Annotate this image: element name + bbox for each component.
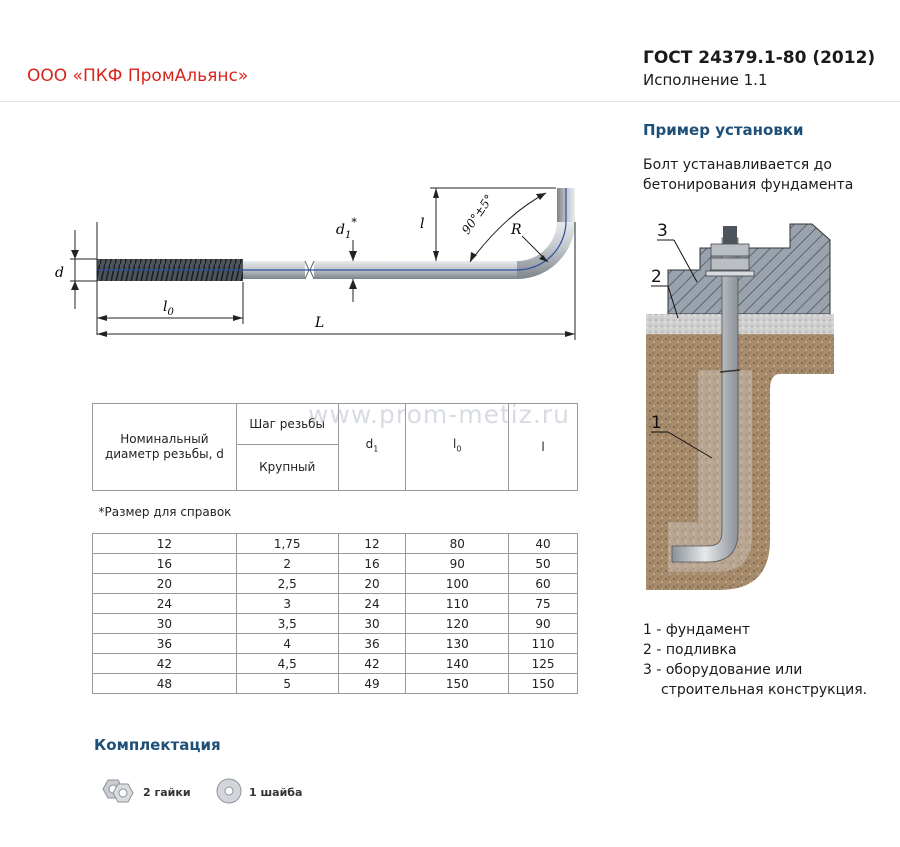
label-L: L bbox=[314, 315, 324, 331]
table-cell: 42 bbox=[337, 653, 407, 674]
axis-line bbox=[97, 188, 567, 271]
table-cell: 49 bbox=[337, 673, 407, 694]
header-d1: d1 bbox=[337, 403, 407, 491]
table-cell: 60 bbox=[508, 573, 578, 594]
label-angle: 90°±5° bbox=[459, 192, 496, 237]
table-cell: 16 bbox=[92, 553, 237, 574]
table-cell: 4,5 bbox=[235, 653, 339, 674]
table-cell: 150 bbox=[405, 673, 510, 694]
table-cell: 48 bbox=[92, 673, 237, 694]
header-diameter: Номинальный диаметр резьбы, d bbox=[92, 403, 237, 491]
lower-nut bbox=[710, 257, 750, 271]
table-cell: 30 bbox=[337, 613, 407, 634]
table-cell: 16 bbox=[337, 553, 407, 574]
washer bbox=[705, 270, 755, 277]
table-cell: 140 bbox=[405, 653, 510, 674]
thread-end bbox=[723, 226, 737, 244]
legend-item-2: 2 - подливка bbox=[643, 642, 737, 658]
table-cell: 20 bbox=[92, 573, 237, 594]
top-nut bbox=[710, 243, 750, 257]
legend-item-1: 1 - фундамент bbox=[643, 622, 751, 638]
installation-legend: 1 - фундамент 2 - подливка 3 - оборудова… bbox=[643, 620, 893, 700]
table-cell: 90 bbox=[405, 553, 510, 574]
foundation bbox=[646, 334, 834, 590]
table-cell: 12 bbox=[337, 533, 407, 554]
table-cell: 3 bbox=[235, 593, 339, 614]
label-R: R bbox=[510, 222, 522, 238]
table-cell: 125 bbox=[508, 653, 578, 674]
callout-3: 3 bbox=[657, 221, 668, 241]
installation-note: Болт устанавливается до бетонирования фу… bbox=[643, 157, 854, 193]
callout-1: 1 bbox=[651, 413, 662, 433]
washer-label: 1 шайба bbox=[249, 786, 303, 799]
callout-2: 2 bbox=[651, 267, 662, 287]
gost-title: ГОСТ 24379.1-80 (2012) bbox=[643, 48, 876, 68]
table-cell: 2,5 bbox=[235, 573, 339, 594]
table-cell: 50 bbox=[508, 553, 578, 574]
legend-item-3: 3 - оборудование или bbox=[643, 662, 803, 678]
table-cell: 24 bbox=[337, 593, 407, 614]
header-l: l bbox=[508, 403, 578, 491]
table-cell: 36 bbox=[337, 633, 407, 654]
table-cell: 30 bbox=[92, 613, 237, 634]
table-cell: 3,5 bbox=[235, 613, 339, 634]
table-cell: 75 bbox=[508, 593, 578, 614]
bolt-drawing: d l0 L d1* l 90°±5° R bbox=[55, 187, 576, 340]
watermark: www.prom-metiz.ru bbox=[308, 400, 570, 429]
table-cell: 40 bbox=[508, 533, 578, 554]
grout-layer bbox=[646, 314, 834, 334]
table-cell: 80 bbox=[405, 533, 510, 554]
company-name: ООО «ПКФ ПромАльянс» bbox=[27, 66, 249, 86]
table-cell: 150 bbox=[508, 673, 578, 694]
nuts-icon bbox=[102, 779, 134, 803]
table-cell: 130 bbox=[405, 633, 510, 654]
table-cell: 90 bbox=[508, 613, 578, 634]
table-cell: 20 bbox=[337, 573, 407, 594]
table-cell: 1,75 bbox=[235, 533, 339, 554]
table-cell: 5 bbox=[235, 673, 339, 694]
label-l0: l0 bbox=[163, 299, 174, 318]
label-d: d bbox=[55, 265, 64, 281]
installation-drawing: 3 2 1 bbox=[646, 221, 834, 590]
table-cell: 2 bbox=[235, 553, 339, 574]
kit-title: Комплектация bbox=[94, 736, 221, 754]
table-cell: 42 bbox=[92, 653, 237, 674]
table-note: *Размер для справок bbox=[92, 490, 578, 534]
spec-table: Номинальный диаметр резьбы, d Шаг резьбы… bbox=[92, 402, 578, 694]
table-cell: 100 bbox=[405, 573, 510, 594]
label-l: l bbox=[420, 216, 424, 232]
table-cell: 4 bbox=[235, 633, 339, 654]
installation-title: Пример установки bbox=[643, 121, 804, 139]
table-cell: 110 bbox=[405, 593, 510, 614]
table-cell: 36 bbox=[92, 633, 237, 654]
table-cell: 12 bbox=[92, 533, 237, 554]
header-pitch-coarse: Крупный bbox=[235, 444, 339, 491]
header-divider bbox=[0, 101, 900, 102]
washer-icon bbox=[216, 778, 242, 804]
nuts-label: 2 гайки bbox=[143, 786, 191, 799]
table-cell: 24 bbox=[92, 593, 237, 614]
header-pitch: Шаг резьбы bbox=[235, 402, 339, 446]
bend bbox=[517, 221, 575, 279]
table-cell: 120 bbox=[405, 613, 510, 634]
label-d1: d1* bbox=[336, 216, 357, 241]
legend-item-3-cont: строительная конструкция. bbox=[661, 682, 868, 698]
variant-subtitle: Исполнение 1.1 bbox=[643, 71, 768, 89]
table-cell: 110 bbox=[508, 633, 578, 654]
